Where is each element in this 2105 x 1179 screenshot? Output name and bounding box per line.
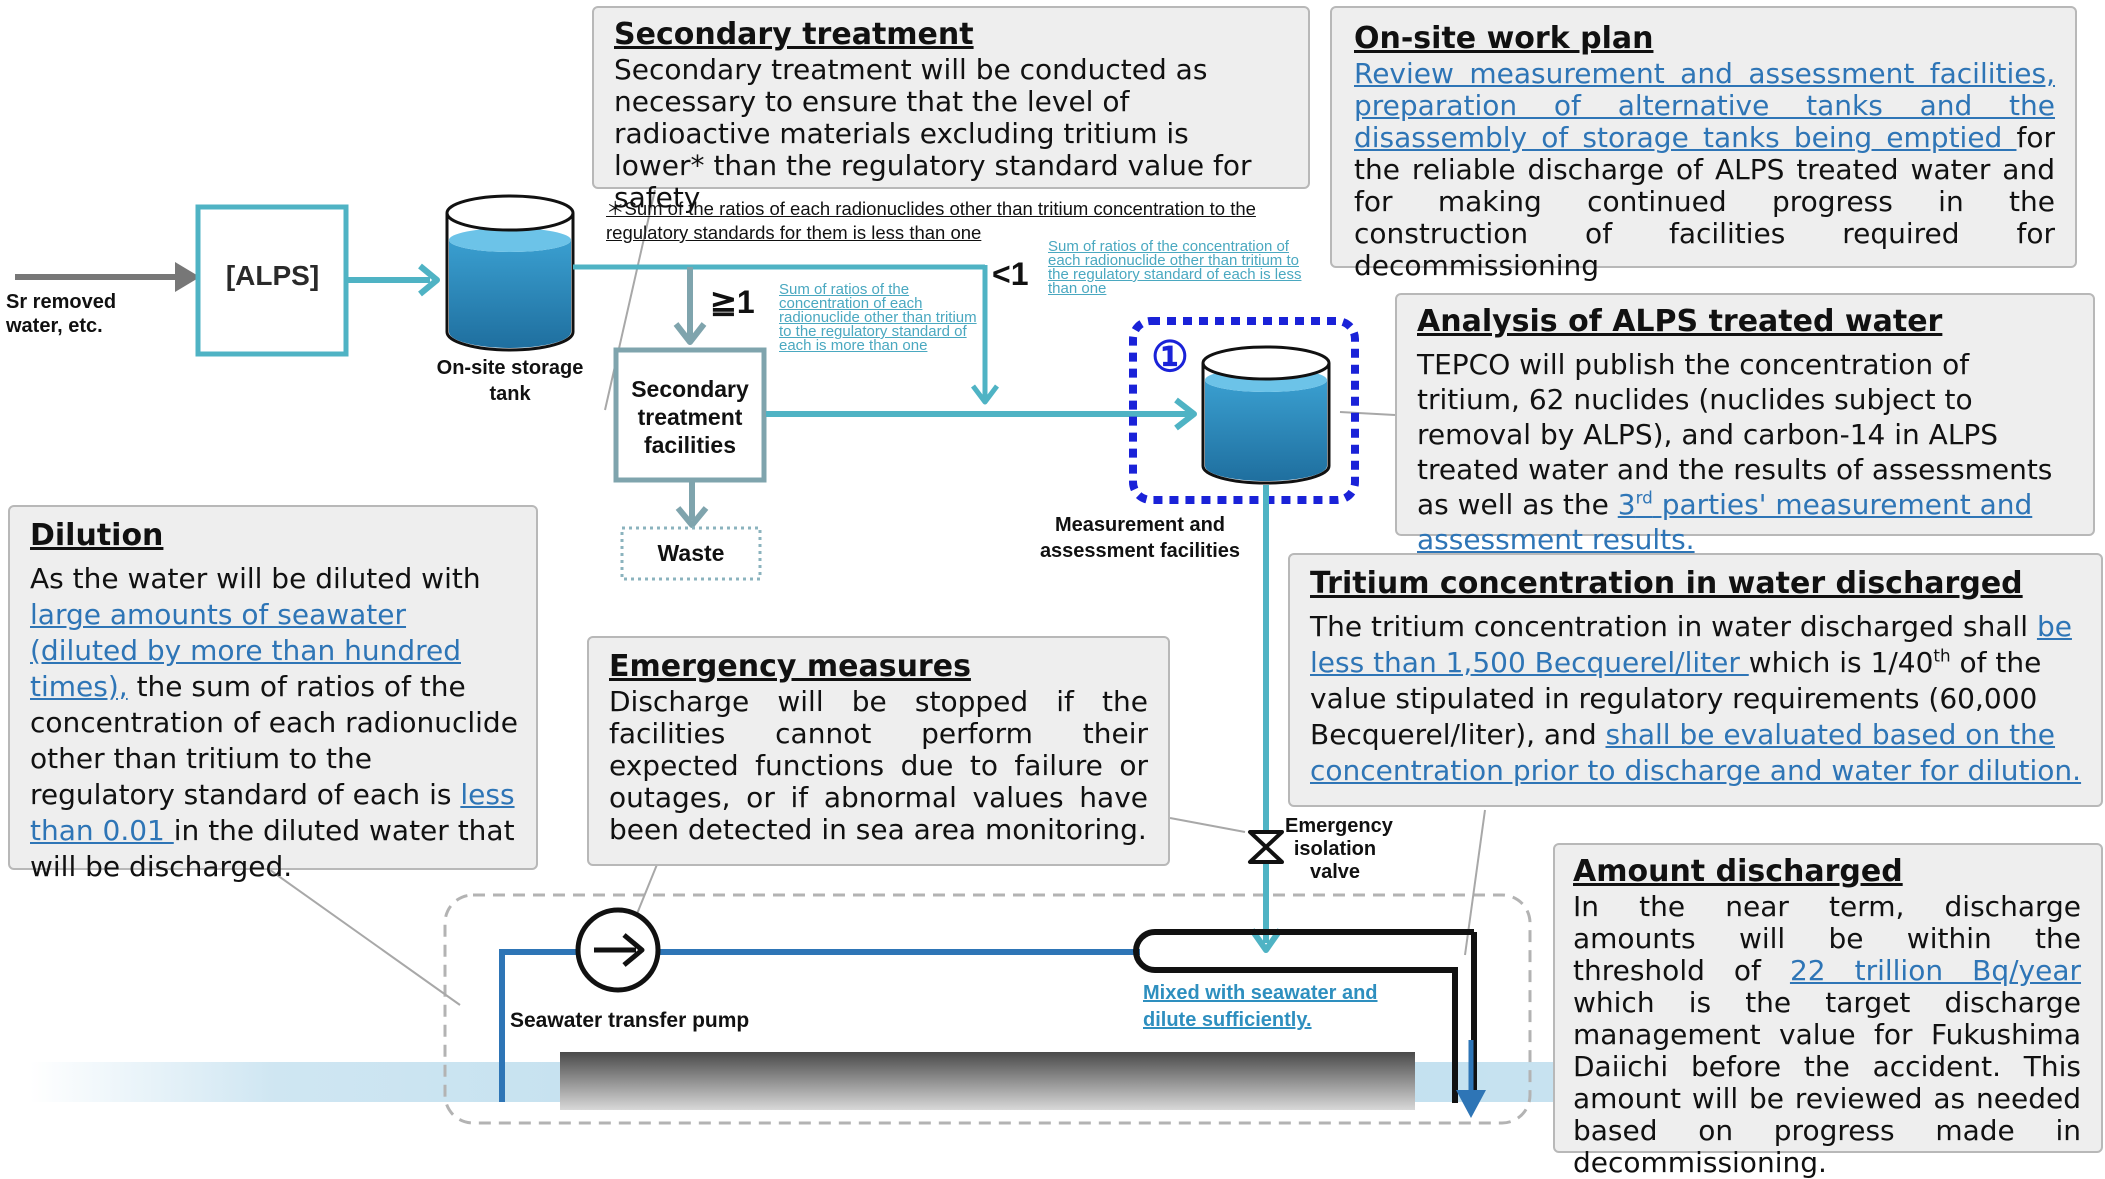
analysis-box: Analysis of ALPS treated water TEPCO wil… [1395,293,2095,556]
waste-label: Waste [657,540,725,566]
input-label: Sr removed water, etc. [6,291,117,337]
mixed-label: Mixed with seawater and dilute sufficien… [1143,982,1378,1031]
tritium-text-3: of the value stipulated in regulatory re… [1310,646,2042,751]
tritium-text-2: which is 1/40 [1748,646,1934,679]
mixing-pipe [1133,929,1477,1103]
work-plan-title: On-site work plan [1354,21,1654,56]
secondary-facility-label: Secondary treatment facilities [631,376,749,458]
measurement-tank-icon [1201,345,1331,485]
analysis-text: TEPCO will publish the concentration of … [1417,348,2053,521]
amount-title: Amount discharged [1573,854,1903,889]
discharge-area-outline [443,893,1532,1125]
amount-text-1: In the near term, discharge amounts will… [1573,890,2081,987]
analysis-link-rest: parties' measurement and assessment resu… [1417,488,2033,556]
analysis-title: Analysis of ALPS treated water [1417,304,1943,339]
work-plan-body: Review measurement and assessment facili… [1354,58,2055,282]
work-plan-box: On-site work plan Review measurement and… [1330,6,2077,282]
emergency-box: Emergency measures Discharge will be sto… [587,636,1170,866]
tritium-title: Tritium concentration in water discharge… [1310,566,2023,601]
measurement-label: Measurement and assessment facilities [1039,514,1241,562]
amount-box: Amount discharged In the near term, disc… [1553,843,2103,1179]
work-plan-link[interactable]: Review measurement and assessment facili… [1354,57,2055,154]
valve-label: Emergency isolation valve [1285,815,1393,883]
alps-box [195,204,349,357]
pump-label: Seawater transfer pump [510,1009,750,1032]
dilution-body: As the water will be diluted with large … [30,561,520,885]
amount-body: In the near term, discharge amounts will… [1573,891,2081,1179]
alps-label: [ALPS] [225,260,320,291]
input-arrow-head [175,262,200,292]
secondary-treatment-box: Secondary treatment Secondary treatment … [592,6,1310,214]
tritium-body: The tritium concentration in water disch… [1310,609,2087,789]
circle-number: ① [1151,333,1189,380]
amount-link[interactable]: 22 trillion Bq/year [1789,954,2082,987]
seabed-structure [560,1052,1415,1110]
seawater-pipe [499,949,1140,1102]
emergency-title: Emergency measures [609,649,971,684]
work-plan-text: for the reliable discharge of ALPS treat… [1354,121,2055,282]
lt1-symbol: <1 [992,256,1029,292]
amount-text-2: which is the target discharge management… [1573,986,2081,1179]
tritium-text-1: The tritium concentration in water disch… [1310,610,2037,643]
emergency-valve-icon [1248,830,1284,864]
seawater-pump-icon [575,907,661,993]
footnote: ＊Sum of the ratios of each radionuclides… [606,198,1256,243]
dilution-text-1: As the water will be diluted with [30,562,481,595]
secondary-treatment-title: Secondary treatment [614,17,974,52]
dilution-link-1[interactable]: large amounts of seawater (diluted by mo… [30,598,461,703]
dilution-text-3: in the diluted water that will be discha… [30,814,515,883]
ge1-symbol: ≧1 [710,284,755,320]
waste-box [620,526,762,581]
analysis-link[interactable]: 3rd parties' measurement and assessment … [1417,488,2032,556]
dilution-link-2[interactable]: less than 0.01 [30,778,515,847]
ge1-note: Sum of ratios of the concentration of ea… [779,281,977,354]
dilution-text-2: the sum of ratios of the concentration o… [30,670,518,811]
tritium-link-2[interactable]: shall be evaluated based on the concentr… [1310,718,2082,787]
storage-tank-icon [445,194,575,352]
dilution-box: Dilution As the water will be diluted wi… [8,505,538,883]
analysis-body: TEPCO will publish the concentration of … [1417,347,2077,557]
tritium-link-1[interactable]: be less than 1,500 Becquerel/liter [1310,610,2072,679]
emergency-body: Discharge will be stopped if the facilit… [609,685,1148,846]
secondary-facility-box [613,347,767,483]
analysis-link-sup: rd [1635,487,1653,508]
tritium-sup: th [1933,645,1951,666]
tritium-box: Tritium concentration in water discharge… [1288,553,2103,807]
analysis-link-num: 3 [1617,488,1636,521]
storage-tank-label: On-site storage tank [436,357,584,405]
lt1-note: Sum of ratios of the concentration of ea… [1048,238,1302,297]
secondary-treatment-body: Secondary treatment will be conducted as… [614,53,1252,214]
dilution-title: Dilution [30,518,164,553]
